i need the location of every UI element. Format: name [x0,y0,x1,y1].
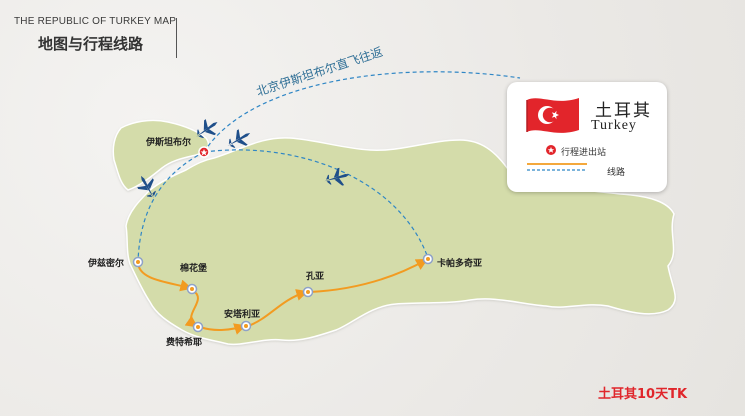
flight-route-label: 北京伊斯坦布尔直飞往返 [254,44,384,99]
route-antalya-konya [247,289,309,327]
airplane-icon [137,175,156,199]
thrace-landmass [112,119,210,191]
airplane-icon [227,129,251,148]
legend-route-label: 线路 [607,168,626,178]
flight-route-beijing-line [203,71,521,153]
turkey-flag-icon [526,98,579,133]
airplane-icon [196,119,218,139]
legend-stop-label: 行程进出站 [561,148,607,158]
tour-tag: 土耳其10天TK [598,387,688,402]
konya-stop-marker [302,286,314,298]
map-header: THE REPUBLIC OF TURKEY MAP 地图与行程线路 [14,16,176,54]
route-line-sample [527,163,587,171]
city-label-konya: 孔亚 [306,270,324,282]
legend-card: 土耳其 Turkey 行程进出站 线路 [507,82,667,192]
title-english: THE REPUBLIC OF TURKEY MAP [14,16,177,27]
legend-country-chinese: 土耳其 [595,101,652,121]
title-chinese: 地图与行程线路 [38,35,144,53]
city-label-antalya: 安塔利亚 [224,308,260,320]
flight-route-istanbul-cappadocia [203,149,429,259]
airplane-icon [324,167,350,186]
route-pamukkale-fethiye [184,289,199,328]
city-label-pamukkale: 棉花堡 [180,262,207,274]
flight-route-istanbul-izmir [137,151,205,263]
antalya-stop-marker [240,320,252,332]
fethiye-stop-marker [192,321,204,333]
legend-country-english: Turkey [591,118,637,133]
istanbul-stop-marker [198,146,210,158]
pamukkale-stop-marker [186,283,198,295]
city-label-istanbul: 伊斯坦布尔 [145,136,191,148]
city-label-cappadocia: 卡帕多奇亚 [437,257,482,269]
izmir-stop-marker [132,256,144,268]
stop-marker-icon [546,145,556,155]
header-divider [176,18,177,58]
city-label-izmir: 伊兹密尔 [87,257,124,269]
route-konya-cappadocia [309,258,429,293]
cappadocia-stop-marker [422,253,434,265]
city-label-fethiye: 费特希耶 [166,336,202,348]
